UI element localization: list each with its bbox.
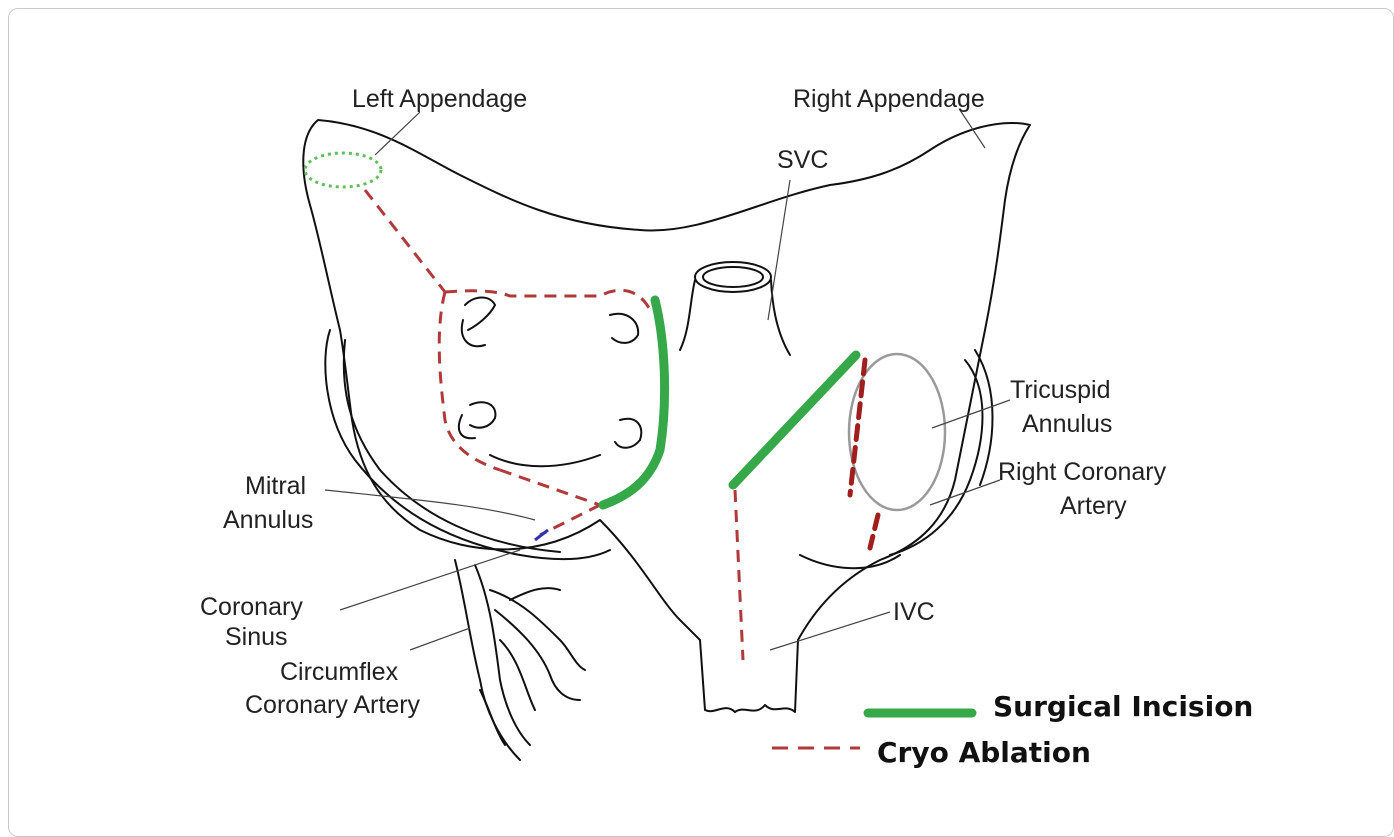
svc-tube — [680, 262, 790, 355]
label-right-appendage: Right Appendage — [793, 85, 985, 113]
label-coronary-sinus-2: Sinus — [225, 623, 288, 651]
label-circumflex-2: Coronary Artery — [245, 691, 421, 719]
label-ivc: IVC — [893, 598, 935, 626]
legend-incision-label: Surgical Incision — [993, 690, 1253, 723]
label-circumflex-1: Circumflex — [280, 658, 399, 686]
label-tricuspid-2: Annulus — [1022, 410, 1112, 438]
label-rca-1: Right Coronary — [998, 458, 1167, 486]
label-rca-2: Artery — [1060, 492, 1127, 520]
surgical-incision-lines — [603, 300, 856, 505]
tricuspid-annulus-ring — [849, 354, 945, 510]
label-tricuspid-1: Tricuspid — [1010, 376, 1111, 404]
label-mitral-2: Annulus — [223, 506, 313, 534]
label-coronary-sinus-1: Coronary — [200, 593, 303, 621]
cryo-ablation-lines — [365, 190, 878, 660]
label-left-appendage: Left Appendage — [352, 85, 527, 113]
pulmonary-veins — [459, 298, 641, 467]
left-appendage-ring — [305, 153, 381, 187]
legend: Surgical Incision Cryo Ablation — [772, 690, 1253, 769]
legend-cryo-label: Cryo Ablation — [877, 736, 1091, 769]
circumflex-artery-drawing — [455, 560, 585, 760]
label-svc: SVC — [777, 146, 828, 174]
label-mitral-1: Mitral — [245, 472, 306, 500]
